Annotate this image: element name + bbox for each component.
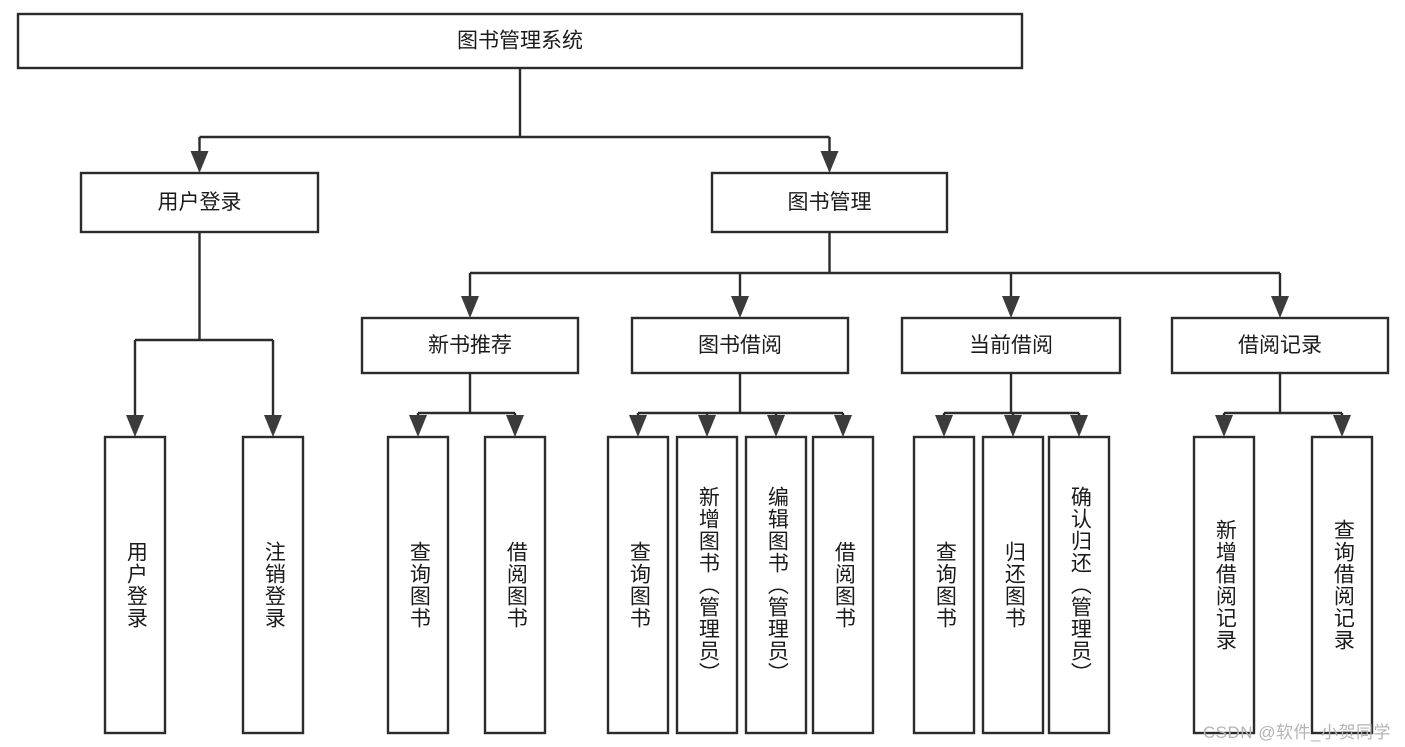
node-leaf-return-book[interactable] (981, 435, 1045, 735)
node-book-borrow-rect[interactable] (630, 316, 850, 375)
node-leaf-add-book-admin-rect[interactable] (675, 435, 739, 735)
arrowhead-to-leaf-user-login (126, 415, 144, 437)
node-leaf-query-book-recommend[interactable] (386, 435, 450, 735)
watermark-text: CSDN @软件_小贺同学 (1202, 723, 1391, 742)
node-user-login[interactable]: 用户登录 (79, 171, 320, 234)
node-leaf-borrow-book-rect[interactable] (811, 435, 875, 735)
arrowhead-to-book-borrow (731, 296, 749, 318)
node-leaf-add-borrow-record-rect[interactable] (1192, 435, 1256, 735)
node-user-login-rect[interactable] (79, 171, 320, 234)
edges-layer (126, 68, 1351, 437)
node-new-book-recommend-label: 新书推荐 (428, 334, 512, 357)
arrowhead-to-new-book-recommend (461, 296, 479, 318)
arrowhead-to-leaf-query-book-current (935, 415, 953, 437)
node-root[interactable]: 图书管理系统 (16, 12, 1024, 70)
arrowhead-to-leaf-return-book (1004, 415, 1022, 437)
node-leaf-return-book-rect[interactable] (981, 435, 1045, 735)
arrowhead-to-leaf-borrow-book (834, 415, 852, 437)
node-leaf-query-book-current-rect[interactable] (912, 435, 976, 735)
node-new-book-recommend-rect[interactable] (360, 316, 580, 375)
arrowhead-to-book-management (820, 151, 839, 173)
node-book-management-rect[interactable] (710, 171, 949, 234)
node-leaf-edit-book-admin-rect[interactable] (744, 435, 808, 735)
arrowhead-to-current-borrow (1002, 296, 1020, 318)
node-leaf-borrow-book-recommend-rect[interactable] (483, 435, 547, 735)
node-leaf-query-book-current[interactable] (912, 435, 976, 735)
node-leaf-query-book-borrow[interactable] (606, 435, 670, 735)
node-current-borrow[interactable]: 当前借阅 (900, 316, 1122, 375)
arrowhead-to-leaf-add-book-admin (698, 415, 716, 437)
node-leaf-add-borrow-record[interactable] (1192, 435, 1256, 735)
node-book-borrow[interactable]: 图书借阅 (630, 316, 850, 375)
arrowhead-to-leaf-query-book-borrow (629, 415, 647, 437)
arrowhead-to-leaf-confirm-return-admin (1070, 415, 1088, 437)
node-leaf-confirm-return-admin-rect[interactable] (1047, 435, 1111, 735)
node-leaf-edit-book-admin[interactable] (744, 435, 808, 735)
node-book-borrow-label: 图书借阅 (698, 334, 782, 357)
arrowhead-to-user-login (190, 151, 209, 173)
node-root-label: 图书管理系统 (457, 30, 583, 53)
node-leaf-user-login[interactable] (103, 435, 167, 735)
arrowhead-to-leaf-borrow-book-recommend (506, 415, 524, 437)
node-borrow-record-rect[interactable] (1170, 316, 1390, 375)
node-leaf-logout-login-rect[interactable] (241, 435, 305, 735)
node-book-management[interactable]: 图书管理 (710, 171, 949, 234)
node-leaf-logout-login[interactable] (241, 435, 305, 735)
node-leaf-borrow-book[interactable] (811, 435, 875, 735)
arrowhead-to-leaf-add-borrow-record (1215, 415, 1233, 437)
arrowhead-to-borrow-record (1271, 296, 1289, 318)
node-borrow-record-label: 借阅记录 (1238, 334, 1322, 357)
node-leaf-query-borrow-record-rect[interactable] (1310, 435, 1374, 735)
node-new-book-recommend[interactable]: 新书推荐 (360, 316, 580, 375)
node-current-borrow-label: 当前借阅 (969, 334, 1053, 357)
node-borrow-record[interactable]: 借阅记录 (1170, 316, 1390, 375)
node-leaf-borrow-book-recommend[interactable] (483, 435, 547, 735)
node-leaf-confirm-return-admin[interactable] (1047, 435, 1111, 735)
node-current-borrow-rect[interactable] (900, 316, 1122, 375)
node-book-management-label: 图书管理 (788, 191, 872, 214)
node-user-login-label: 用户登录 (158, 191, 242, 214)
node-leaf-query-book-recommend-rect[interactable] (386, 435, 450, 735)
node-leaf-add-book-admin[interactable] (675, 435, 739, 735)
node-leaf-query-borrow-record[interactable] (1310, 435, 1374, 735)
arrowhead-to-leaf-query-borrow-record (1333, 415, 1351, 437)
node-root-rect[interactable] (16, 12, 1024, 70)
arrowhead-to-leaf-logout-login (264, 415, 282, 437)
arrowhead-to-leaf-query-book-recommend (409, 415, 427, 437)
node-leaf-query-book-borrow-rect[interactable] (606, 435, 670, 735)
arrowhead-to-leaf-edit-book-admin (767, 415, 785, 437)
node-leaf-user-login-rect[interactable] (103, 435, 167, 735)
